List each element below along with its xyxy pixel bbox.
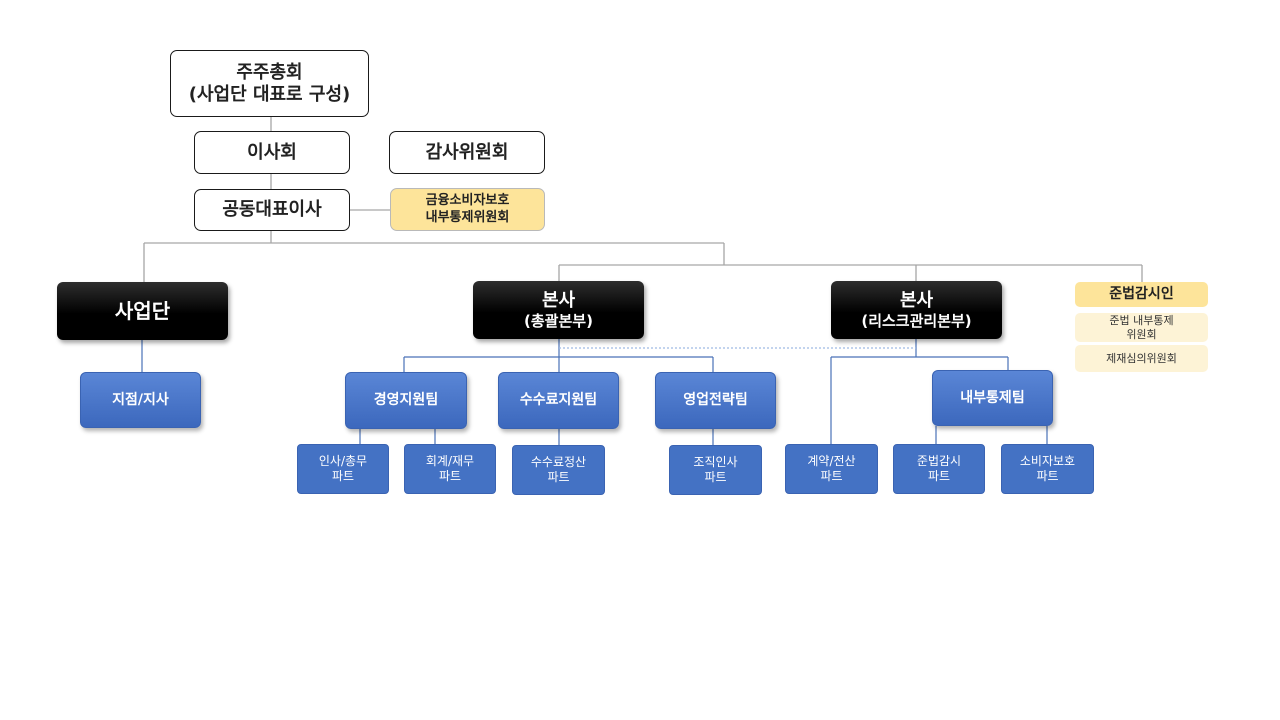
consumer-protection-part-line2: 파트 — [1036, 469, 1059, 483]
internal-control-label: 내부통제팀 — [960, 389, 1025, 406]
compliance-audit-part-line1: 준법감시 — [916, 454, 962, 468]
compliance-audit-part-box: 준법감시 파트 — [893, 444, 985, 494]
org-hr-part-line1: 조직인사 — [693, 455, 738, 469]
compliance-officer-box: 준법감시인 — [1075, 282, 1208, 307]
internal-control-team-box: 내부통제팀 — [932, 370, 1053, 426]
management-support-label: 경영지원팀 — [373, 392, 439, 409]
contract-it-part-box: 계약/전산 파트 — [785, 444, 878, 494]
branch-label: 지점/지사 — [112, 391, 169, 408]
hq-risk-subtitle: (리스크관리본부) — [861, 311, 972, 330]
fee-settlement-part-line1: 수수료정산 — [530, 455, 587, 469]
consumer-committee-line2: 내부통제위원회 — [425, 209, 510, 225]
org-hr-part-line2: 파트 — [704, 470, 727, 484]
shareholders-title: 주주총회 — [236, 61, 303, 83]
consumer-protection-committee-box: 금융소비자보호 내부통제위원회 — [390, 188, 545, 231]
board-label: 이사회 — [247, 141, 297, 163]
fee-settlement-part-box: 수수료정산 파트 — [512, 445, 605, 495]
co-ceo-label: 공동대표이사 — [222, 199, 322, 221]
hq-general-subtitle: (총괄본부) — [524, 311, 593, 330]
business-unit-box: 사업단 — [57, 282, 228, 340]
compliance-committee-line1: 준법 내부통제 — [1109, 313, 1174, 327]
shareholders-meeting-box: 주주총회 (사업단 대표로 구성) — [170, 50, 369, 117]
fee-support-label: 수수료지원팀 — [519, 392, 598, 409]
co-ceo-box: 공동대표이사 — [194, 189, 350, 231]
fee-settlement-part-line2: 파트 — [547, 470, 570, 484]
consumer-committee-line1: 금융소비자보호 — [425, 192, 510, 208]
accounting-finance-part-box: 회계/재무 파트 — [404, 444, 496, 494]
consumer-protection-part-box: 소비자보호 파트 — [1001, 444, 1094, 494]
hr-part-line1: 인사/총무 — [318, 454, 368, 468]
contract-it-part-line1: 계약/전산 — [807, 454, 856, 468]
audit-committee-box: 감사위원회 — [389, 131, 545, 174]
branch-team-box: 지점/지사 — [80, 372, 201, 428]
fee-support-team-box: 수수료지원팀 — [498, 372, 619, 429]
management-support-team-box: 경영지원팀 — [345, 372, 467, 429]
hr-part-line2: 파트 — [331, 469, 355, 483]
consumer-protection-part-line1: 소비자보호 — [1019, 454, 1076, 468]
hq-risk-box: 본사 (리스크관리본부) — [831, 281, 1002, 339]
hr-general-affairs-part-box: 인사/총무 파트 — [297, 444, 389, 494]
compliance-committee-line2: 위원회 — [1126, 327, 1157, 341]
compliance-internal-control-committee-box: 준법 내부통제 위원회 — [1075, 313, 1208, 342]
contract-it-part-line2: 파트 — [820, 469, 843, 483]
sanction-review-label: 제재심의위원회 — [1106, 351, 1177, 365]
hq-general-box: 본사 (총괄본부) — [473, 281, 644, 339]
organization-hr-part-box: 조직인사 파트 — [669, 445, 762, 495]
business-unit-label: 사업단 — [114, 299, 171, 323]
sanction-review-committee-box: 제재심의위원회 — [1075, 345, 1208, 372]
accounting-part-line1: 회계/재무 — [425, 454, 475, 468]
board-of-directors-box: 이사회 — [194, 131, 350, 174]
hq-general-title: 본사 — [541, 290, 576, 312]
compliance-audit-part-line2: 파트 — [927, 469, 951, 483]
hq-risk-title: 본사 — [899, 290, 934, 312]
sales-strategy-team-box: 영업전략팀 — [655, 372, 776, 429]
compliance-officer-label: 준법감시인 — [1109, 285, 1174, 302]
shareholders-subtitle: (사업단 대표로 구성) — [188, 83, 351, 105]
audit-committee-label: 감사위원회 — [425, 141, 509, 163]
sales-strategy-label: 영업전략팀 — [683, 392, 748, 409]
accounting-part-line2: 파트 — [438, 469, 462, 483]
